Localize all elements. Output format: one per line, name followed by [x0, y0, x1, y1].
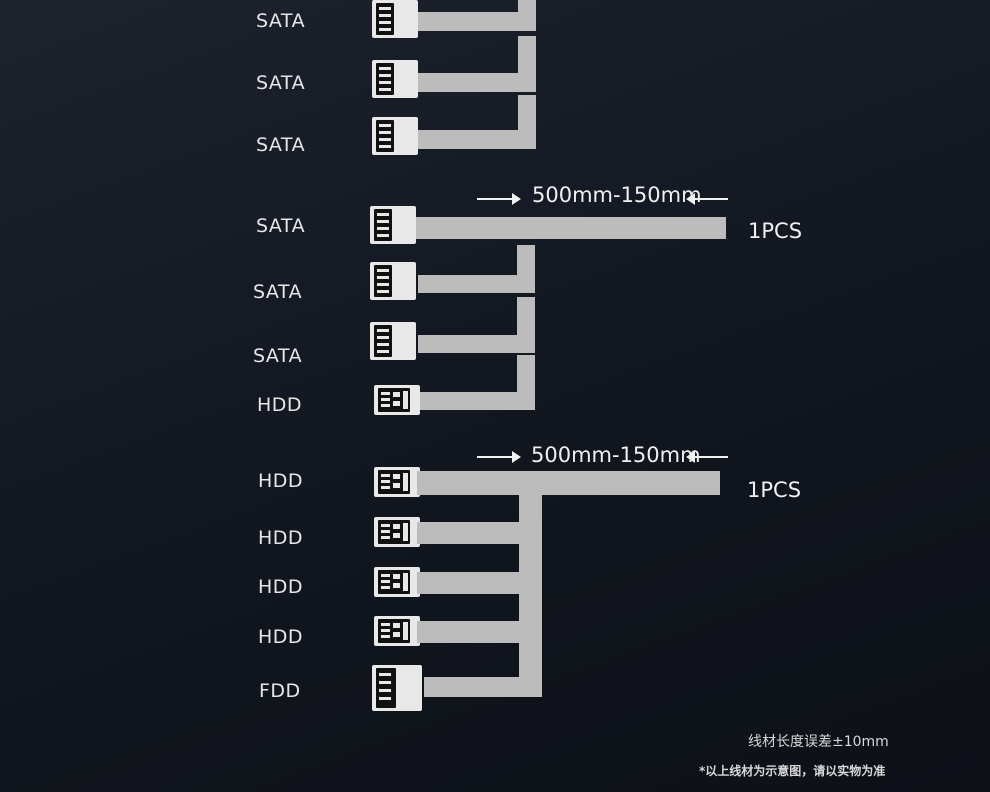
fdd-connector-icon	[372, 665, 422, 711]
cable-wire	[517, 245, 535, 293]
arrow-left-icon	[686, 193, 728, 205]
sata-connector-icon	[370, 262, 416, 300]
cable-wire	[416, 217, 726, 239]
cable-wire	[417, 572, 519, 594]
cable-wire	[518, 36, 536, 92]
sata-connector-icon	[370, 206, 416, 244]
quantity-label: 1PCS	[747, 478, 802, 502]
cable-wire	[420, 392, 535, 410]
sata-connector-icon	[370, 322, 416, 360]
connector-label: SATA	[256, 72, 306, 94]
molex-connector-icon	[374, 385, 420, 415]
connector-label: HDD	[257, 394, 303, 416]
cable-wire	[418, 73, 536, 92]
cable-wire	[418, 275, 535, 293]
molex-connector-icon	[374, 567, 420, 597]
connector-label: SATA	[256, 10, 306, 32]
sata-connector-icon	[372, 117, 418, 155]
arrow-right-icon	[477, 451, 521, 463]
cable-wire	[417, 621, 519, 643]
quantity-label: 1PCS	[748, 219, 803, 243]
connector-label: HDD	[258, 527, 304, 549]
arrow-right-icon	[477, 193, 521, 205]
connector-label: HDD	[258, 626, 304, 648]
connector-label: SATA	[256, 134, 306, 156]
cable-length: 500mm-150mm	[531, 443, 701, 467]
connector-label: SATA	[253, 281, 303, 303]
tolerance-note: 线材长度误差±10mm	[748, 734, 889, 750]
connector-label: HDD	[258, 576, 304, 598]
cable-wire	[417, 522, 519, 544]
connector-label: FDD	[259, 680, 301, 702]
cable-wire	[519, 495, 542, 697]
cable-wire	[418, 130, 536, 149]
cable-wire	[418, 335, 535, 353]
cable-wire	[418, 12, 536, 31]
sata-connector-icon	[372, 60, 418, 98]
connector-label: SATA	[253, 345, 303, 367]
cable-wire	[517, 297, 535, 353]
cable-wire	[518, 0, 536, 31]
connector-label: HDD	[258, 470, 304, 492]
cable-wire	[517, 355, 535, 410]
sata-connector-icon	[372, 0, 418, 38]
molex-connector-icon	[374, 616, 420, 646]
connector-label: SATA	[256, 215, 306, 237]
molex-connector-icon	[374, 517, 420, 547]
cable-length: 500mm-150mm	[532, 183, 702, 207]
molex-connector-icon	[374, 467, 420, 497]
cable-wire	[417, 471, 720, 495]
cable-wire	[424, 677, 524, 697]
arrow-left-icon	[686, 451, 728, 463]
disclaimer-note: *以上线材为示意图，请以实物为准	[699, 764, 886, 778]
cable-wire	[518, 95, 536, 149]
